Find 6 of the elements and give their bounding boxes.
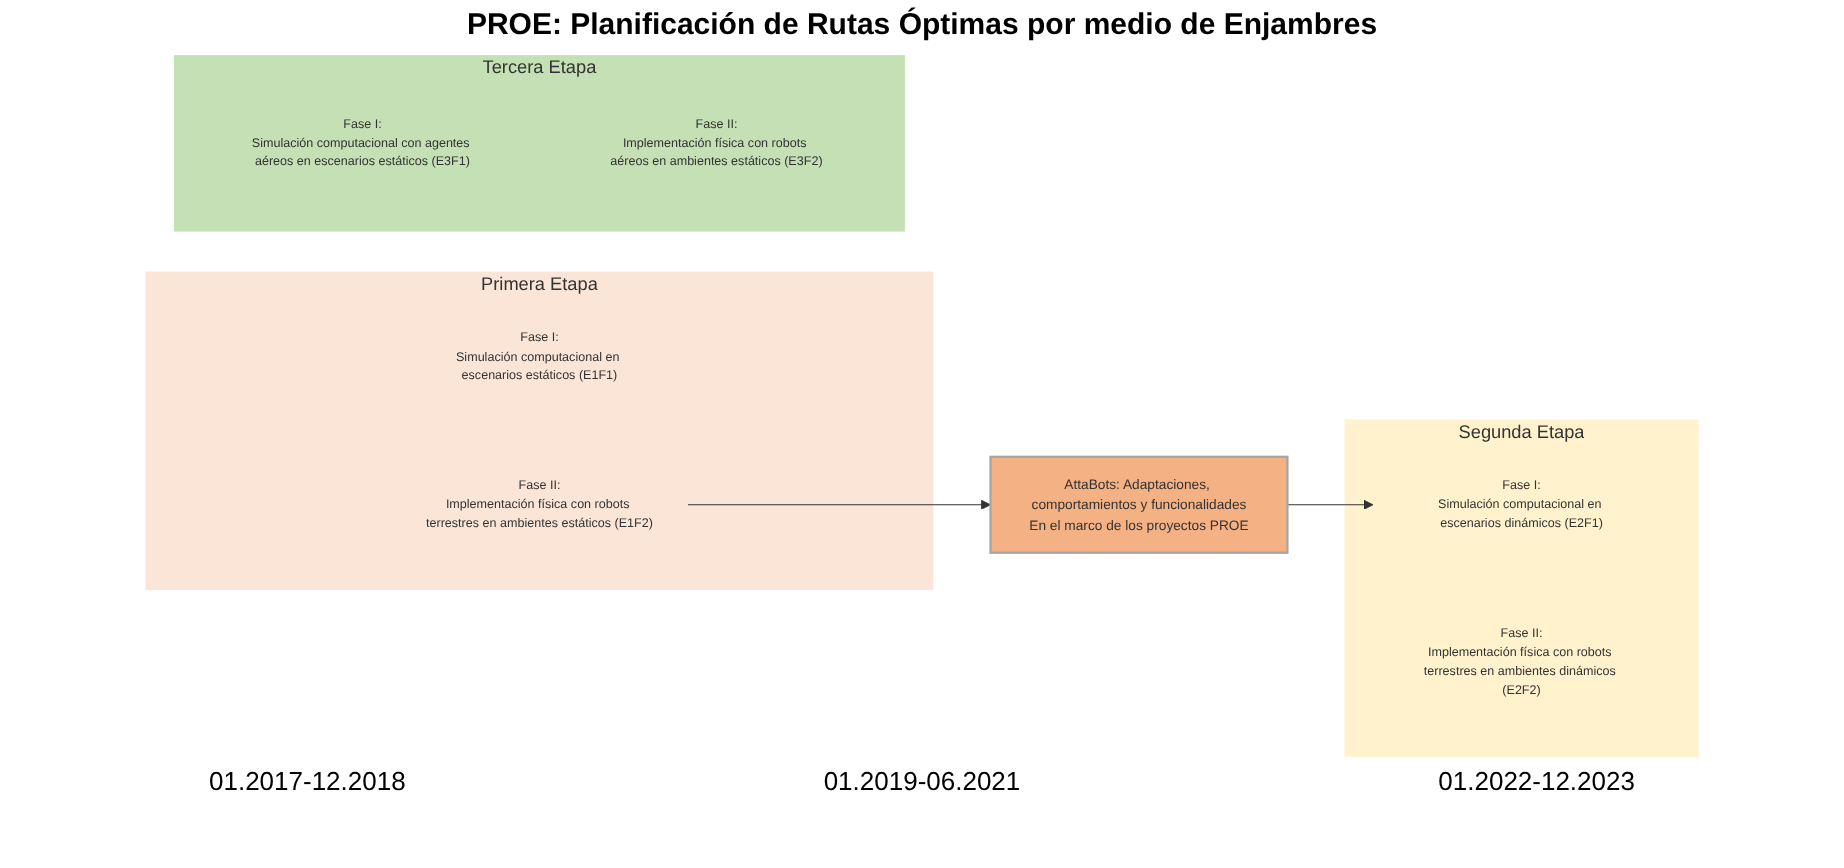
date-range-label: 01.2019-06.2021 — [823, 766, 1021, 796]
diagram-title: PROE: Planificación de Rutas Óptimas por medio de Enjambres — [464, 8, 1380, 42]
arrow — [687, 499, 991, 510]
date-range-label: 01.2022-12.2023 — [1438, 766, 1635, 796]
arrow — [1286, 499, 1374, 510]
date-range-label: 01.2017-12.2018 — [209, 766, 406, 796]
